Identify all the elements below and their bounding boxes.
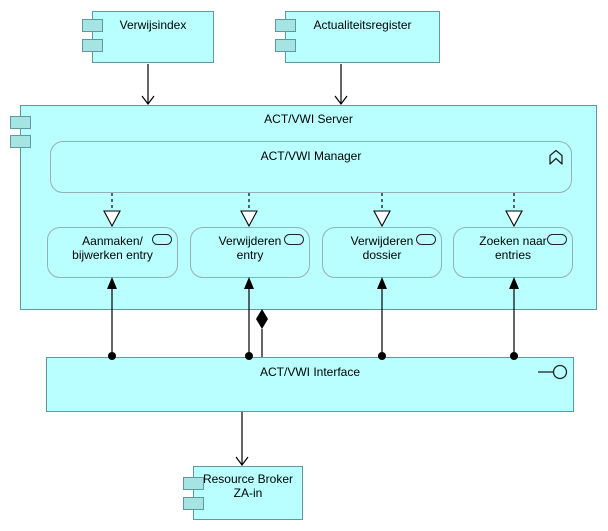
component-actualiteitsregister: Actualiteitsregister [285, 11, 440, 63]
service-label-line1: Zoeken naar [479, 234, 547, 248]
service-label-line1: Verwijderen [218, 234, 282, 248]
serving-arrow-interface-to-resource-broker [235, 412, 249, 466]
server-label: ACT/VWI Server [264, 112, 353, 126]
interface-label: ACT/VWI Interface [259, 365, 361, 379]
serving-arrow-verwijsindex-to-server [141, 64, 155, 105]
verwijsindex-label: Verwijsindex [119, 18, 187, 32]
service-label-line1: Verwijderen [350, 234, 414, 248]
actualiteitsregister-label: Actualiteitsregister [313, 18, 412, 32]
resource-broker-label-line2: ZA-in [233, 486, 263, 500]
function-icon [549, 149, 563, 165]
component-module-icon [183, 497, 204, 510]
component-verwijsindex: Verwijsindex [92, 11, 214, 63]
service-icon [152, 234, 172, 245]
service-label-line2: dossier [362, 248, 402, 262]
function-act-vwi-manager: ACT/VWI Manager [50, 141, 572, 193]
component-module-icon [10, 135, 31, 148]
service-icon [284, 234, 304, 245]
service-label-line2: entry [236, 248, 264, 262]
resource-broker-label-line1: Resource Broker [202, 472, 294, 486]
service-label-line1: Aanmaken/ [82, 234, 143, 248]
component-module-icon [82, 39, 103, 52]
manager-label: ACT/VWI Manager [260, 149, 362, 163]
service-aanmaken-bijwerken-entry: Aanmaken/ bijwerken entry [47, 227, 178, 278]
service-label-line2: entries [494, 248, 532, 262]
component-act-vwi-server: ACT/VWI Server [20, 105, 597, 310]
service-zoeken-naar-entries: Zoeken naar entries [453, 227, 573, 278]
component-module-icon [82, 19, 103, 32]
serving-arrow-actualiteitsregister-to-server [334, 64, 348, 105]
service-verwijderen-entry: Verwijderen entry [190, 227, 310, 278]
service-icon [416, 234, 436, 245]
component-module-icon [183, 477, 204, 490]
service-label-line2: bijwerken entry [72, 248, 153, 262]
composition-connector-server-interface [256, 309, 268, 357]
component-module-icon [275, 19, 296, 32]
interface-act-vwi: ACT/VWI Interface [46, 357, 574, 412]
component-resource-broker-za-in: Resource Broker ZA-in [193, 466, 303, 520]
service-verwijderen-dossier: Verwijderen dossier [322, 227, 442, 278]
service-icon [547, 234, 567, 245]
interface-icon [538, 364, 568, 380]
component-module-icon [275, 39, 296, 52]
component-module-icon [10, 116, 31, 129]
